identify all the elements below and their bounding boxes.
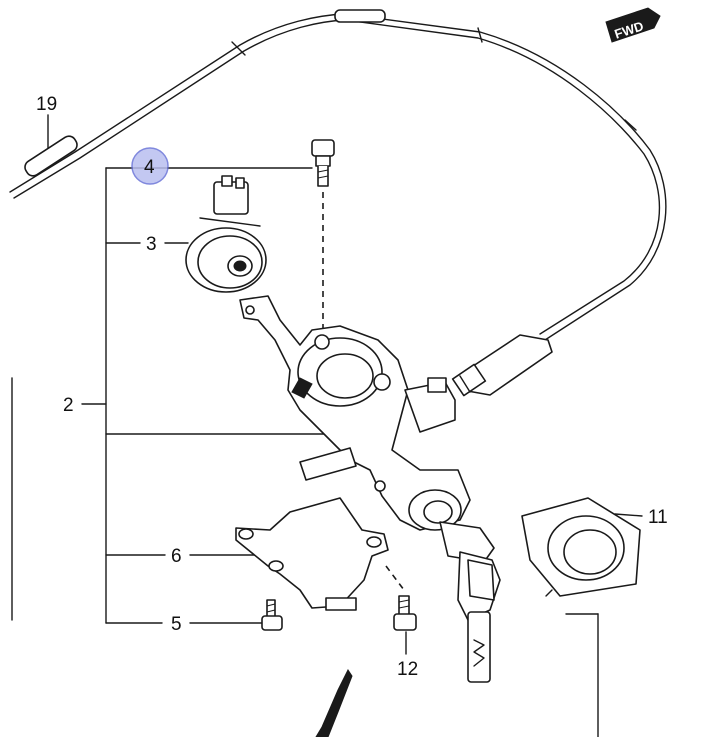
steering-lock-body-2 (239, 295, 471, 531)
callout-19: 19 (36, 94, 57, 115)
callout-6: 6 (171, 546, 182, 567)
cable-19 (9, 9, 667, 397)
callout-highlight[interactable] (131, 147, 169, 185)
bracket-6 (235, 497, 405, 611)
callout-2: 2 (63, 395, 74, 416)
ignition-switch-3 (185, 175, 267, 293)
callout-5: 5 (171, 614, 182, 635)
callout-4[interactable]: 4 (144, 157, 155, 178)
fwd-direction-badge: FWD (605, 7, 661, 43)
section-marker-stroke (315, 669, 353, 737)
callout-3: 3 (146, 234, 157, 255)
callout-12: 12 (397, 659, 418, 680)
ignition-keys (439, 521, 501, 683)
callout-11: 11 (648, 507, 668, 528)
cover-11 (521, 497, 643, 737)
bolt-12 (393, 595, 417, 655)
bolt-5 (261, 599, 283, 631)
bolt-4 (311, 139, 335, 330)
